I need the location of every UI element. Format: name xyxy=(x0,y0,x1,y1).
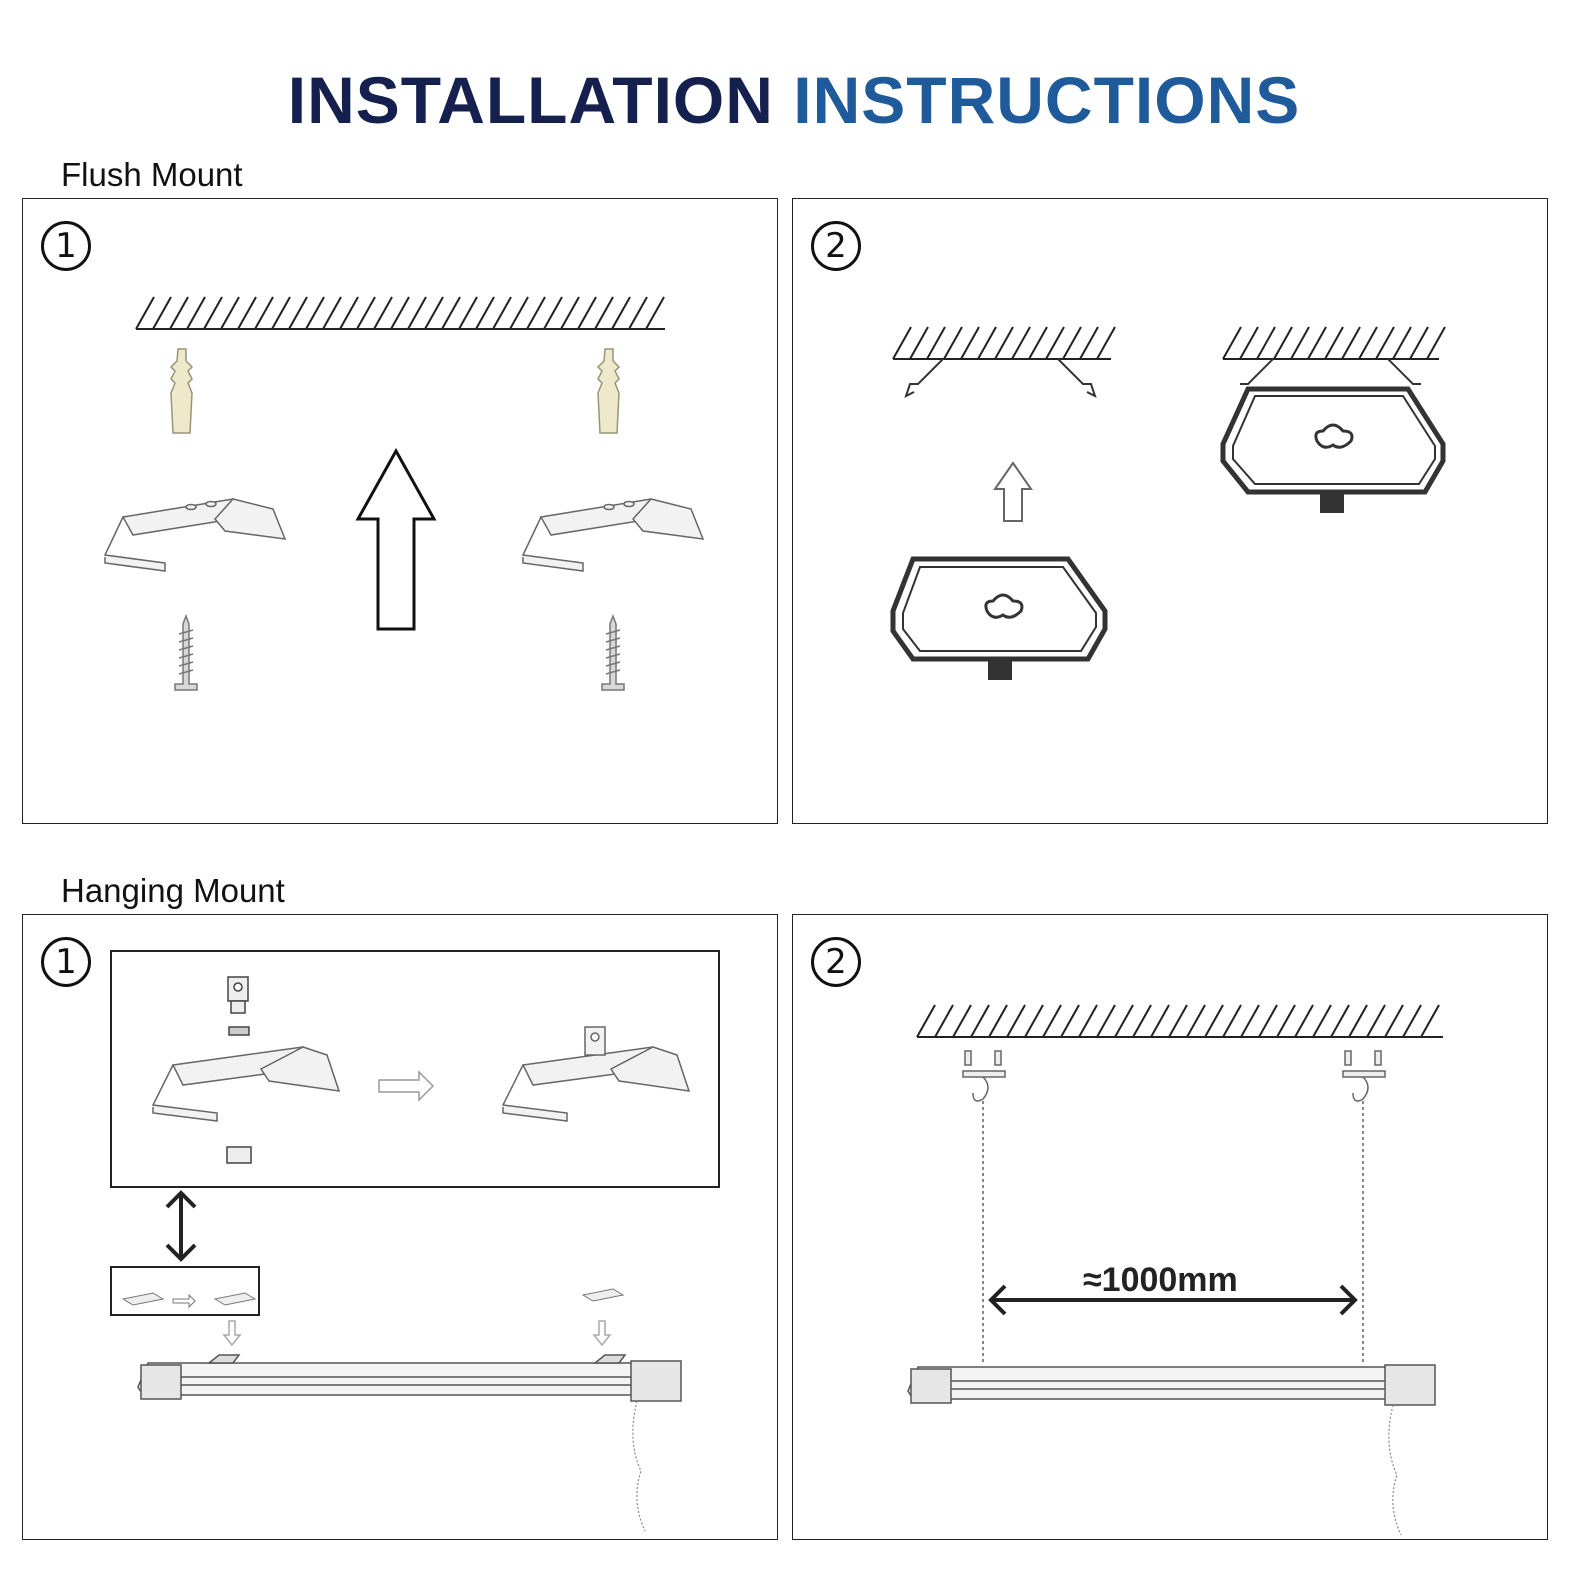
step-number-badge: 2 xyxy=(811,937,861,987)
right-arrow-icon xyxy=(378,1070,435,1102)
ceiling-hatch xyxy=(892,326,1116,360)
fixture-end-cap-icon xyxy=(1220,358,1446,513)
page-title: INSTALLATION INSTRUCTIONS xyxy=(0,62,1588,138)
ceiling-hatch xyxy=(916,1004,1443,1038)
distance-label: ≈1000mm xyxy=(1083,1261,1238,1299)
wall-anchor-icon xyxy=(169,348,194,434)
down-arrow-icon xyxy=(222,1320,612,1347)
hanging-chain xyxy=(982,1101,1364,1365)
ceiling-hatch xyxy=(135,296,665,330)
flush-mount-label: Flush Mount xyxy=(61,156,243,193)
pull-chain xyxy=(1388,1404,1402,1536)
hex-nut-icon xyxy=(226,1146,252,1164)
step-number-badge: 1 xyxy=(41,221,91,271)
wall-anchor-icon xyxy=(596,348,621,434)
vertical-double-arrow-icon xyxy=(165,1190,197,1262)
flush-step-1-panel: 1 xyxy=(22,198,778,824)
fixture-end-cap-icon xyxy=(890,556,1108,680)
up-arrow-icon xyxy=(993,461,1033,522)
flush-step-2-diagram xyxy=(890,326,1446,680)
hanging-step-1-panel: 1 xyxy=(22,914,778,1540)
pull-chain xyxy=(632,1400,646,1532)
mounting-bracket-icon xyxy=(521,498,705,572)
led-shop-light-fixture xyxy=(137,1354,682,1402)
step-number-badge: 2 xyxy=(811,221,861,271)
small-inset-box xyxy=(110,1266,260,1316)
up-arrow-icon xyxy=(355,447,437,631)
screw-icon xyxy=(601,613,625,691)
mounting-bracket-icon xyxy=(501,1026,691,1122)
led-shop-light-fixture xyxy=(907,1364,1436,1406)
eye-bolt-icon xyxy=(227,976,250,1036)
hanging-step-2-diagram xyxy=(907,1004,1443,1536)
mounting-bracket-icon xyxy=(103,498,287,572)
title-word-2: INSTRUCTIONS xyxy=(793,63,1301,137)
flush-step-2-panel: 2 xyxy=(792,198,1548,824)
ceiling-clip-icon xyxy=(904,358,1097,398)
title-word-1: INSTALLATION xyxy=(287,63,774,137)
screw-icon xyxy=(174,613,198,691)
distance-double-arrow-icon xyxy=(988,1284,1358,1316)
hanging-step-1-diagram xyxy=(110,950,720,1532)
ceiling-hatch xyxy=(1222,326,1446,360)
step-number-badge: 1 xyxy=(41,937,91,987)
mounting-bracket-icon xyxy=(151,1046,341,1122)
hanging-mount-label: Hanging Mount xyxy=(61,872,285,909)
ceiling-hook-icon xyxy=(962,1050,1386,1102)
flush-step-1-diagram xyxy=(103,296,705,691)
hanging-step-2-panel: 2 ≈1000mm xyxy=(792,914,1548,1540)
detail-inset-box xyxy=(110,950,720,1188)
